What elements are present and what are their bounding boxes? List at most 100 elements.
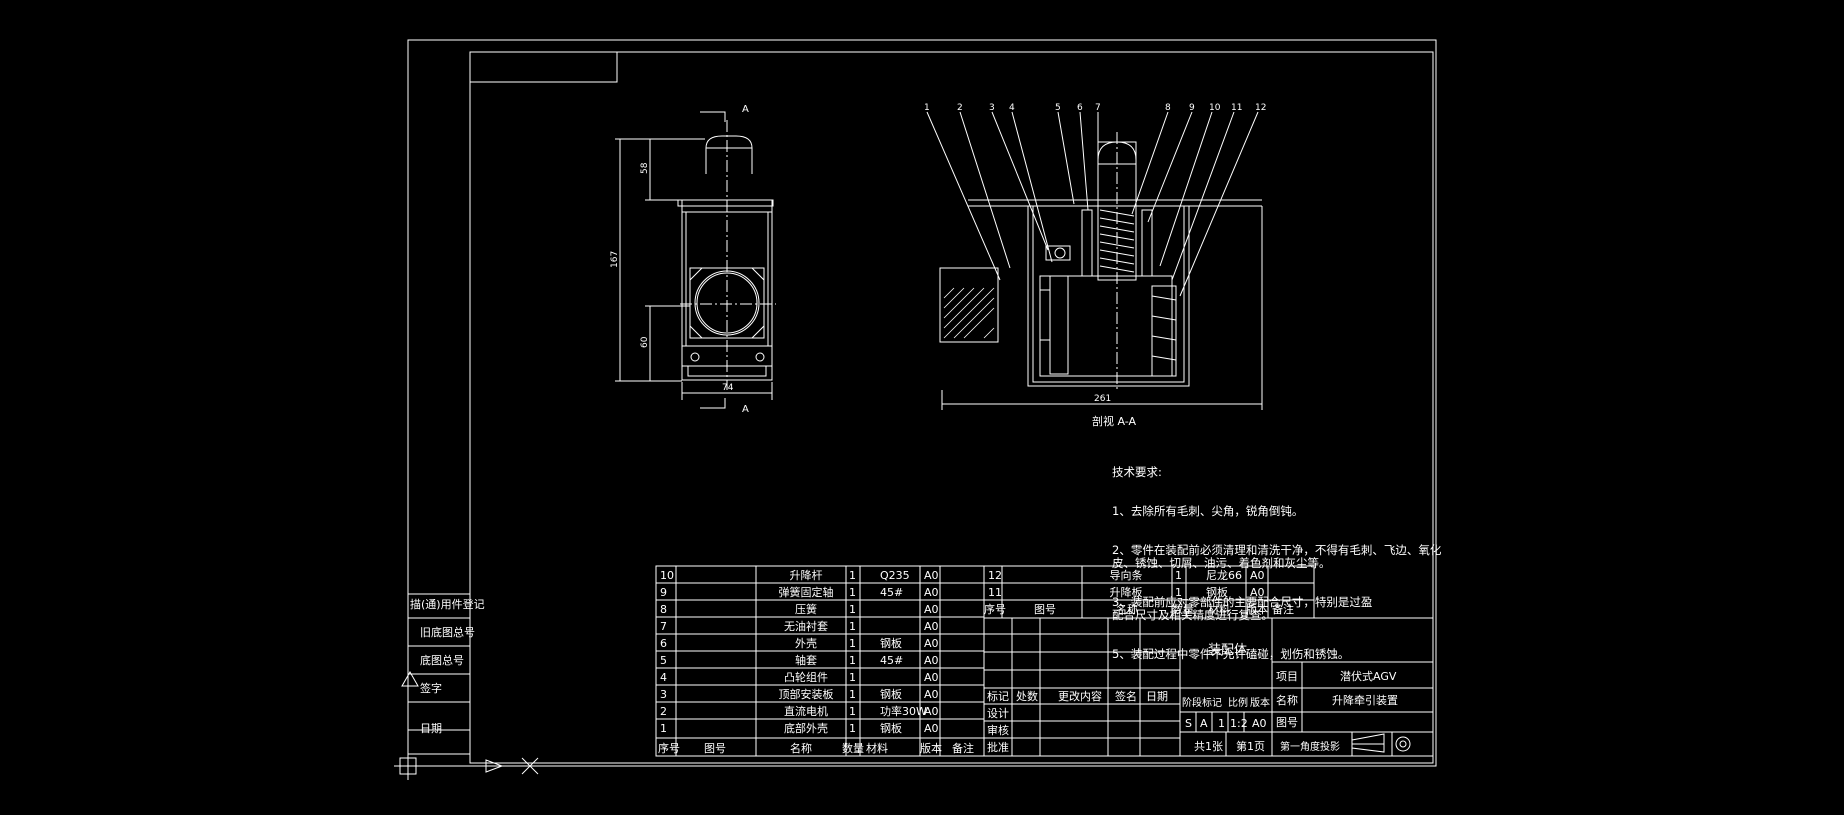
project-value: 潜伏式AGV — [1340, 669, 1397, 683]
section-view — [926, 111, 1263, 410]
name-value: 升降牵引装置 — [1332, 693, 1398, 707]
sign-header: 处数 — [1016, 690, 1038, 703]
dim-bottom: 60 — [640, 336, 650, 348]
bom-cell-size: A0 — [924, 637, 939, 650]
inner-frame — [469, 51, 1434, 764]
section-mark-bottom: A — [742, 404, 749, 415]
bom-cell-name: 轴套 — [795, 653, 817, 667]
sheet-no: 第1页 — [1236, 739, 1265, 753]
tech-title: 技术要求: — [1112, 465, 1162, 479]
bom-cell-qty: 1 — [849, 654, 856, 667]
bom-cell-name: 顶部安装板 — [779, 687, 834, 701]
bom-cell-material: 45# — [880, 654, 903, 667]
bom-cell-size: A0 — [924, 603, 939, 616]
bom-right-header-code: 图号 — [1034, 603, 1056, 616]
bom-right-header-size: 版本 — [1246, 602, 1268, 616]
balloon-label: 1 — [924, 103, 930, 113]
bom-right-header-name: 名称 — [1116, 602, 1138, 616]
bom-cell-name: 无油衬套 — [784, 619, 828, 633]
tech-line: 2、零件在装配前必须清理和清洗干净，不得有毛刺、飞边、氧化皮、锈蚀、切屑、油污、… — [1112, 543, 1442, 570]
bom-cell-size: A0 — [924, 671, 939, 684]
bom-right-header-qty: 数量 — [1172, 603, 1194, 616]
bom-right-cell-material: 尼龙66 — [1206, 569, 1242, 582]
bom-right-cell-no: 12 — [988, 569, 1002, 582]
bom-cell-qty: 1 — [849, 637, 856, 650]
version-header: 版本 — [1250, 696, 1270, 709]
bom-cell-material: 功率30W — [880, 704, 927, 718]
bom-cell-size: A0 — [924, 654, 939, 667]
bom-cell-size: A0 — [924, 586, 939, 599]
bom-cell-name: 凸轮组件 — [784, 670, 828, 684]
tech-line: 3、装配前应对零部件的主要配合尺寸，特别是过盈配合尺寸及相关精度进行复查。 — [1112, 595, 1373, 622]
bom-cell-material: 钢板 — [880, 636, 902, 650]
bom-cell-qty: 1 — [849, 688, 856, 701]
balloon-label: 9 — [1189, 103, 1195, 113]
bom-cell-qty: 1 — [849, 569, 856, 582]
bom-right-cell-qty: 1 — [1175, 569, 1182, 582]
bom-cell-size: A0 — [924, 705, 939, 718]
sign-header: 日期 — [1146, 690, 1168, 703]
bom-cell-size: A0 — [924, 569, 939, 582]
bom-right-cell-name: 升降板 — [1110, 585, 1143, 599]
bom-cell-material: 45# — [880, 586, 903, 599]
bom-cell-name: 外壳 — [795, 636, 817, 650]
balloon-label: 3 — [989, 103, 995, 113]
bom-right-cell-material: 钢板 — [1206, 585, 1228, 599]
stage-value: A — [1200, 717, 1208, 730]
bom-cell-qty: 1 — [849, 722, 856, 735]
bom-header-name: 名称 — [790, 741, 812, 755]
title-block-grid — [983, 565, 1434, 757]
side-block-label: 旧底图总号 — [420, 625, 475, 639]
balloon-label: 8 — [1165, 103, 1171, 113]
projection-label: 第一角度投影 — [1280, 740, 1340, 753]
side-block-grid — [401, 593, 471, 755]
stage-value: 1 — [1218, 717, 1225, 730]
bom-cell-material: 钢板 — [880, 721, 902, 735]
bom-right-cell-qty: 1 — [1175, 586, 1182, 599]
side-block-label: 底图总号 — [420, 653, 464, 667]
bom-cell-material: 钢板 — [880, 687, 902, 701]
bom-header-size: 版本 — [920, 741, 942, 755]
projection-symbol-icon — [1351, 733, 1411, 753]
bom-cell-no: 4 — [660, 671, 667, 684]
bom-cell-name: 底部外壳 — [784, 721, 828, 735]
bom-cell-qty: 1 — [849, 705, 856, 718]
bom-cell-name: 直流电机 — [784, 704, 828, 718]
sheets-total: 共1张 — [1194, 740, 1223, 753]
bom-cell-no: 9 — [660, 586, 667, 599]
bom-cell-no: 8 — [660, 603, 667, 616]
bom-right-cell-size: A0 — [1250, 569, 1265, 582]
sign-header: 标记 — [987, 689, 1009, 703]
bom-cell-size: A0 — [924, 688, 939, 701]
bom-header-qty: 数量 — [842, 742, 864, 755]
side-block-label: 描(通)用件登记 — [410, 597, 485, 611]
bom-cell-name: 压簧 — [795, 602, 817, 616]
bom-header-code: 图号 — [704, 742, 726, 755]
balloon-label: 2 — [957, 103, 963, 113]
bom-cell-qty: 1 — [849, 671, 856, 684]
bom-cell-qty: 1 — [849, 586, 856, 599]
outer-border — [407, 39, 1437, 767]
bom-cell-name: 弹簧固定轴 — [779, 585, 834, 599]
name-label: 名称 — [1276, 693, 1298, 707]
tech-line: 5、装配过程中零件不允许磕碰，划伤和锈蚀。 — [1112, 647, 1350, 661]
bom-cell-qty: 1 — [849, 603, 856, 616]
section-title: 剖视 A-A — [1092, 414, 1137, 428]
sign-row-label: 批准 — [987, 740, 1009, 754]
stage-value: S — [1185, 717, 1192, 730]
section-mark-top: A — [742, 104, 749, 115]
bom-header-no: 序号 — [658, 741, 680, 755]
stage-value: A0 — [1252, 717, 1267, 730]
balloon-label: 11 — [1231, 103, 1242, 113]
bom-cell-no: 7 — [660, 620, 667, 633]
dim-top: 58 — [640, 162, 650, 174]
balloon-label: 7 — [1095, 103, 1101, 113]
project-label: 项目 — [1276, 670, 1298, 683]
sign-row-label: 设计 — [987, 707, 1009, 720]
bom-cell-size: A0 — [924, 620, 939, 633]
bom-right-cell-size: A0 — [1250, 586, 1265, 599]
balloon-label: 4 — [1009, 103, 1015, 113]
bom-cell-qty: 1 — [849, 620, 856, 633]
bom-cell-name: 升降杆 — [790, 568, 823, 582]
